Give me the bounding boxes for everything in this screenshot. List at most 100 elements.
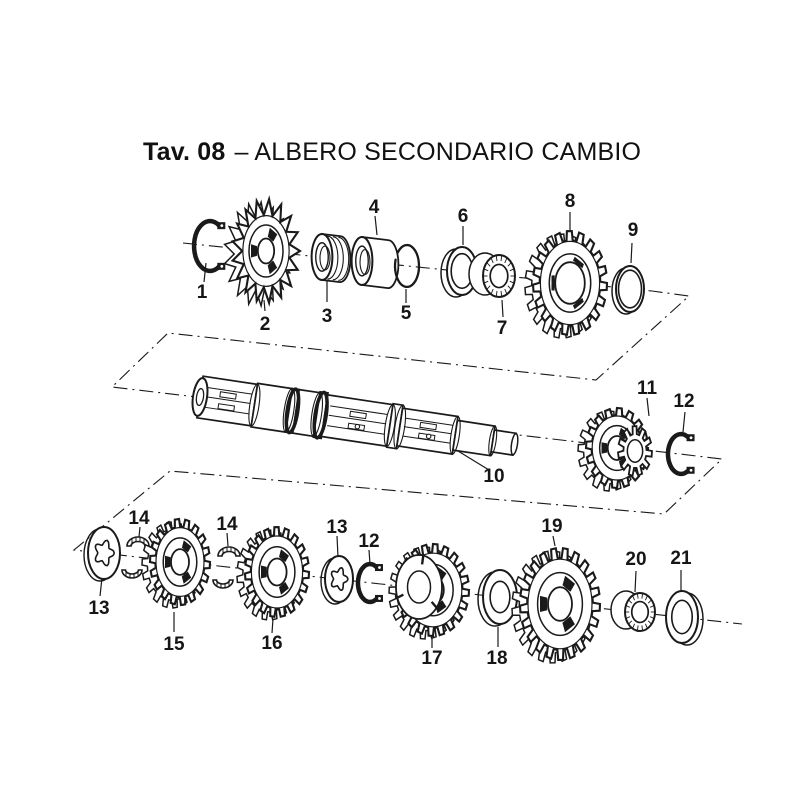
leader-line-14 [138,526,141,538]
ring-inner [489,580,511,614]
part-label-1: 1 [197,282,208,303]
washer-spline-bore [94,539,116,567]
leader-line-19 [552,535,556,547]
needle-roller [500,290,503,297]
part-19-gear [511,546,602,664]
needle-roller [641,593,644,599]
needle-roller [507,262,512,267]
needle-roller [495,290,498,297]
leader-line-12 [368,549,371,565]
part-label-3: 3 [322,306,333,327]
lightening-wedge [181,540,192,553]
needle-roller [632,595,636,601]
shaft-step-edge [310,392,324,437]
gear-root-circle [527,558,593,650]
needle-roller [647,620,652,625]
part-label-4: 4 [369,197,380,218]
table-name: – ALBERO SECONDARIO CAMBIO [234,138,642,166]
needle-roller [486,262,491,267]
gear-root-circle [539,240,601,326]
circlip-body [355,561,380,605]
leader-line-9 [630,242,633,264]
needle-roller [490,257,494,264]
part-label-8: 8 [565,191,576,212]
shaft-step-edge [282,388,296,433]
diagram-title: Tav. 08 – ALBERO SECONDARIO CAMBIO [143,138,641,167]
part-16-gear [236,526,311,621]
lightening-wedge [562,575,575,592]
lightening-wedge [251,244,257,258]
dog-bore [626,439,644,463]
part-label-5: 5 [401,303,412,324]
needle-roller [507,285,512,290]
gear-bore [256,237,276,265]
table-number: Tav. 08 [143,138,226,166]
leader-line-10 [457,450,490,471]
part-21-ring [665,590,704,646]
leader-line-11 [646,397,650,417]
part-label-12: 12 [358,531,379,552]
gear-root-circle [250,535,304,609]
dog-bore [406,570,432,604]
needle-roller [632,623,636,629]
needle-roller [636,593,639,599]
washer-spline-bore [330,566,349,592]
needle-roller [628,620,633,625]
lightening-wedge [165,555,171,569]
needle-roller [647,599,652,604]
part-label-14: 14 [216,514,238,535]
part-12-circlip [665,431,695,477]
bushing-bore-depth [319,245,331,271]
gear-hub-ring [248,224,284,278]
lightening-wedge [572,297,584,310]
needle-bore [489,263,509,289]
circlip-lug-hole [220,264,224,268]
bushing-bore [315,242,329,272]
needle-roller [509,268,515,272]
part-label-17: 17 [421,648,442,669]
shaft-dark-band [284,387,301,435]
part-label-21: 21 [670,548,692,569]
lightening-wedge [279,549,289,563]
shaft-spline-line [328,414,387,425]
needle-roller [644,623,648,629]
part-8-gear [524,230,609,339]
bushing-groove [332,236,344,281]
snapring-body [393,243,421,289]
shaft-spline-line [330,405,388,415]
lightening-wedge [562,616,575,633]
part-label-13: 13 [326,517,347,538]
gear-hub-ring [536,571,584,637]
shaft-step-edge [393,404,407,450]
dog-slot [420,555,425,565]
lightening-wedge [261,565,267,579]
shaft-spline-line [205,386,253,395]
part-label-13: 13 [88,598,109,619]
needle-roller [486,285,491,290]
circlip-body [191,218,222,274]
shaft-keyway-slot [349,410,367,420]
circlip-lug-hole [220,224,224,228]
part-label-12: 12 [673,391,694,412]
needle-roller [495,255,498,262]
gear-bore [170,548,190,576]
part-17-gear [388,542,471,640]
leader-line-12 [682,411,686,433]
needle-roller [644,595,648,601]
needle-roller [636,625,639,631]
leader-line-13 [99,577,103,597]
circlip-body [665,431,691,477]
part-label-6: 6 [458,206,469,227]
shaft-keyway-slot [219,391,237,400]
needle-roller [509,280,515,284]
part-label-20: 20 [625,549,646,570]
bushing-bore-depth [359,248,371,276]
needle-roller [625,605,631,608]
leader-line-7 [501,299,504,318]
part-9-ring [611,265,645,315]
needle-roller [504,288,508,295]
shaft-keyway-slot [217,403,236,412]
needle-roller [649,616,655,619]
part-14-halfpair [212,546,241,589]
